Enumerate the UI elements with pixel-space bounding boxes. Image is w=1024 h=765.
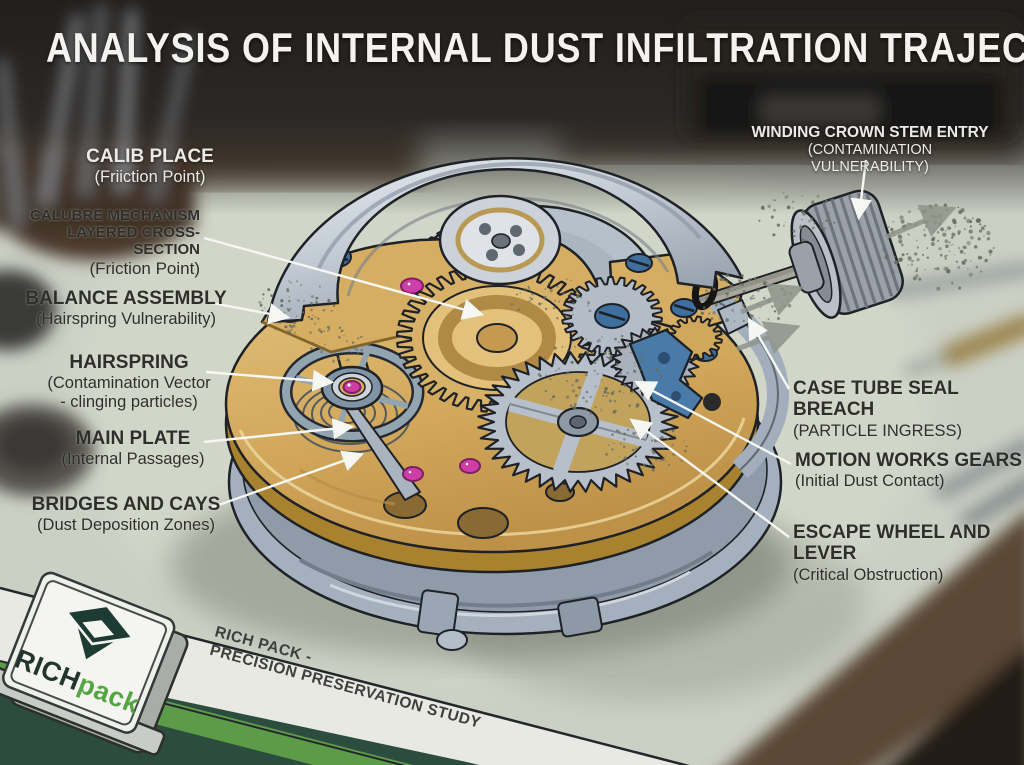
callout-calibre-mechanism: CALUBRE MECHANISM LAYERED CROSS-SECTION … [14,207,200,279]
callout-lines [203,159,872,538]
blurred-desk-edge [729,513,1024,765]
callout-sub: (Critical Obstruction) [793,565,944,584]
callout-sub: (Dust Deposition Zones) [37,516,215,535]
callout-title: WINDING CROWN STEM ENTRY [751,124,989,141]
callout-sub: (Friiction Point) [94,168,206,187]
callout-sub: (Contamination Vector - clinging particl… [47,374,211,411]
callout-calib-place: CALIB PLACE (Friiction Point) [55,146,245,187]
pallet-fork-blue [628,328,704,420]
callout-title: BALANCE ASSEMBLY [25,288,227,309]
callout-winding-crown: WINDING CROWN STEM ENTRY (CONTAMINATION … [748,124,992,175]
winding-stem-group [691,189,904,319]
callout-hairspring: HAIRSPRING (Contamination Vector - cling… [28,352,230,411]
balance-jewel [342,380,362,394]
case-gasket-dot [703,393,721,411]
blurred-left-parts [0,270,94,496]
blurred-tool-holder [0,4,195,260]
blurred-right-tools [888,262,1024,528]
rotor-weight [266,156,744,324]
callout-balance-assembly: BALANCE ASSEMBLY (Hairspring Vulnerabili… [22,288,230,329]
callout-main-plate: MAIN PLATE (Internal Passages) [36,428,230,469]
callout-motion-works: MOTION WORKS GEARS (Initial Dust Contact… [795,450,1023,491]
callout-sub: (Internal Passages) [61,450,205,469]
callout-sub: (Hairspring Vulnerability) [35,310,217,329]
page-title: ANALYSIS OF INTERNAL DUST INFILTRATION T… [46,24,1024,71]
callout-title: CASE TUBE SEAL BREACH [793,378,959,421]
winding-crown [788,189,904,319]
callout-sub: (Friction Point) [89,259,200,279]
blurred-watch-box [685,20,1015,138]
callout-sub: (Initial Dust Contact) [795,472,945,491]
callout-title: CALUBRE MECHANISM LAYERED CROSS-SECTION [30,207,200,258]
callout-sub: (CONTAMINATION VULNERABILITY) [807,142,933,175]
richpack-plaque: RICHpack [0,571,189,756]
callout-title: BRIDGES AND CAYS [31,494,221,515]
callout-title: HAIRSPRING [69,352,189,373]
callout-bridges: BRIDGES AND CAYS (Dust Deposition Zones) [22,494,230,535]
richpack-logo-icon [68,607,131,660]
callout-case-tube: CASE TUBE SEAL BREACH (PARTICLE INGRESS) [793,378,1021,440]
callout-title: MOTION WORKS GEARS [795,450,1022,471]
callout-title: CALIB PLACE [86,146,214,167]
callout-sub: (PARTICLE INGRESS) [793,421,963,440]
callout-title: MAIN PLATE [75,428,191,449]
bench-edge: RICH PACK - PRECISION PRESERVATION STUDY… [0,571,690,765]
callout-escape-wheel: ESCAPE WHEEL AND LEVER (Critical Obstruc… [793,522,1024,584]
callout-title: ESCAPE WHEEL AND LEVER [793,522,991,565]
